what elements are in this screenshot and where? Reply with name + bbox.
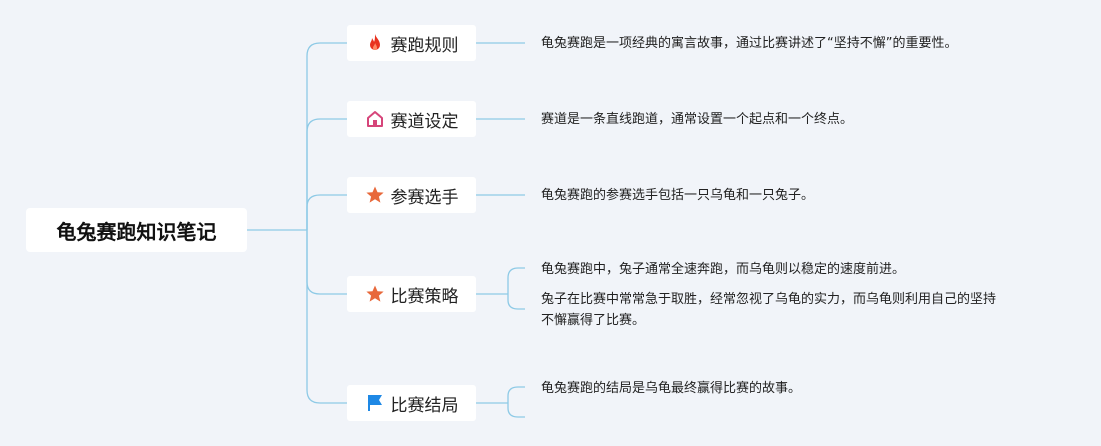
branch-connector (306, 118, 347, 230)
note-strategy-1[interactable]: 龟兔赛跑中，兔子通常全速奔跑，而乌龟则以稳定的速度前进。 (541, 262, 906, 277)
note-line: 兔子在比赛中常常急于取胜，经常忽视了乌龟的实力，而乌龟则利用自己的坚持 (541, 292, 997, 307)
note-strategy-2[interactable]: 兔子在比赛中常常急于取胜，经常忽视了乌龟的实力，而乌龟则利用自己的坚持 不懈赢得… (541, 289, 996, 331)
home-icon (365, 109, 385, 129)
branch-label: 赛跑规则 (390, 35, 459, 56)
branch-label: 比赛策略 (390, 286, 459, 307)
note-track-setup[interactable]: 赛道是一条直线跑道，通常设置一个起点和一个终点。 (541, 112, 854, 127)
branch-label: 赛道设定 (390, 111, 459, 132)
note-ending[interactable]: 龟兔赛跑的结局是乌龟最终赢得比赛的故事。 (541, 381, 802, 396)
note-contestants[interactable]: 龟兔赛跑的参赛选手包括一只乌龟和一只兔子。 (541, 188, 815, 203)
branch-contestants[interactable]: 参赛选手 (347, 177, 476, 213)
star-icon (365, 185, 385, 205)
note-line: 不懈赢得了比赛。 (541, 313, 646, 328)
branch-race-rules[interactable]: 赛跑规则 (347, 25, 476, 61)
branch-connector (306, 230, 347, 295)
star-icon (365, 284, 385, 304)
branch-track-setup[interactable]: 赛道设定 (347, 101, 476, 137)
trunk-line (306, 42, 321, 404)
branch-label: 参赛选手 (390, 187, 459, 208)
flag-icon (365, 393, 385, 413)
branch-label: 比赛结局 (390, 395, 459, 416)
fire-icon (365, 33, 385, 53)
root-topic[interactable]: 龟兔赛跑知识笔记 (26, 208, 247, 252)
note-race-rules[interactable]: 龟兔赛跑是一项经典的寓言故事，通过比赛讲述了“坚持不懈”的重要性。 (541, 36, 958, 51)
branch-strategy[interactable]: 比赛策略 (347, 276, 476, 312)
branch-ending[interactable]: 比赛结局 (347, 385, 476, 421)
branch-connector (306, 194, 347, 230)
